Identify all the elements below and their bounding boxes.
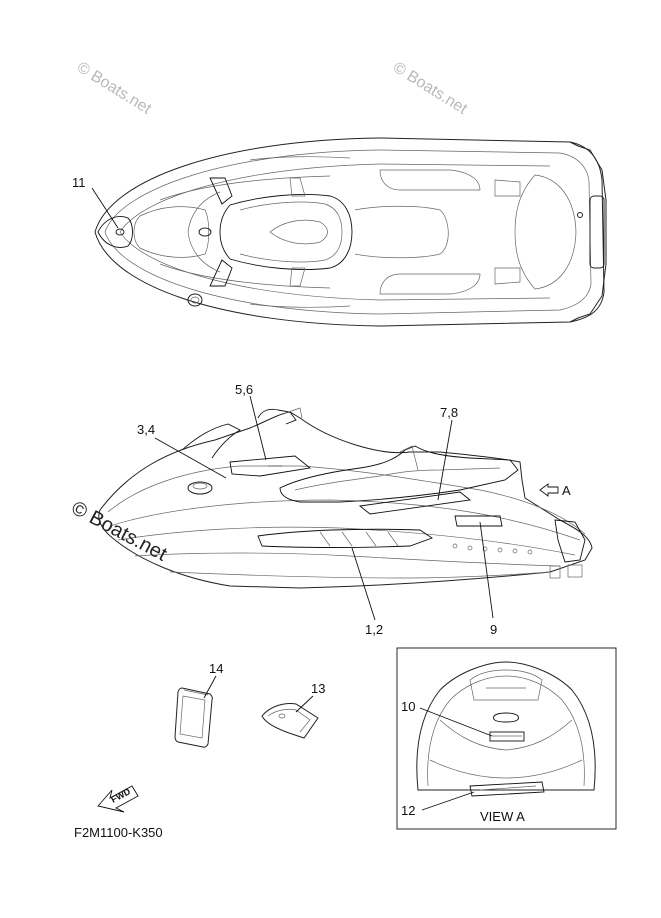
leader-14 [203, 675, 217, 699]
callout-14: 14 [209, 661, 223, 676]
part-code: F2M1100-K350 [74, 825, 163, 840]
view-a-caption: VIEW A [480, 809, 525, 824]
leader-7-8 [437, 419, 453, 501]
callout-7-8: 7,8 [440, 405, 458, 420]
callout-10: 10 [401, 699, 415, 714]
callout-13: 13 [311, 681, 325, 696]
arrow-a-label: A [562, 483, 571, 498]
callout-3-4: 3,4 [137, 422, 155, 437]
leader-3-4 [154, 437, 227, 479]
callout-11: 11 [72, 175, 86, 190]
watermark-middle-left: © Boats.net [68, 497, 171, 566]
watermark-top-right: © Boats.net [390, 59, 471, 118]
callout-5-6: 5,6 [235, 382, 253, 397]
arrow-a-icon [539, 483, 559, 497]
callout-1-2: 1,2 [365, 622, 383, 637]
fwd-arrow-icon [97, 785, 139, 813]
part-14-decal-card [174, 687, 213, 748]
fwd-label: FWD [109, 786, 132, 805]
top-view-hull [94, 137, 607, 327]
part-13-sticker [261, 703, 319, 739]
leader-11 [91, 187, 119, 229]
leader-12 [421, 791, 475, 811]
callout-12: 12 [401, 803, 415, 818]
leader-5-6 [249, 395, 267, 461]
view-a-frame [396, 647, 617, 830]
callout-9: 9 [490, 622, 497, 637]
svg-text:~~~~: ~~~~ [268, 464, 283, 470]
leader-1-2 [351, 547, 376, 621]
side-view-hull: ~~~~ [98, 407, 593, 589]
leader-10 [419, 707, 493, 737]
view-a-stern [416, 661, 596, 797]
leader-13 [295, 695, 314, 713]
leader-9 [479, 521, 494, 619]
watermark-top-left: © Boats.net [74, 59, 155, 118]
